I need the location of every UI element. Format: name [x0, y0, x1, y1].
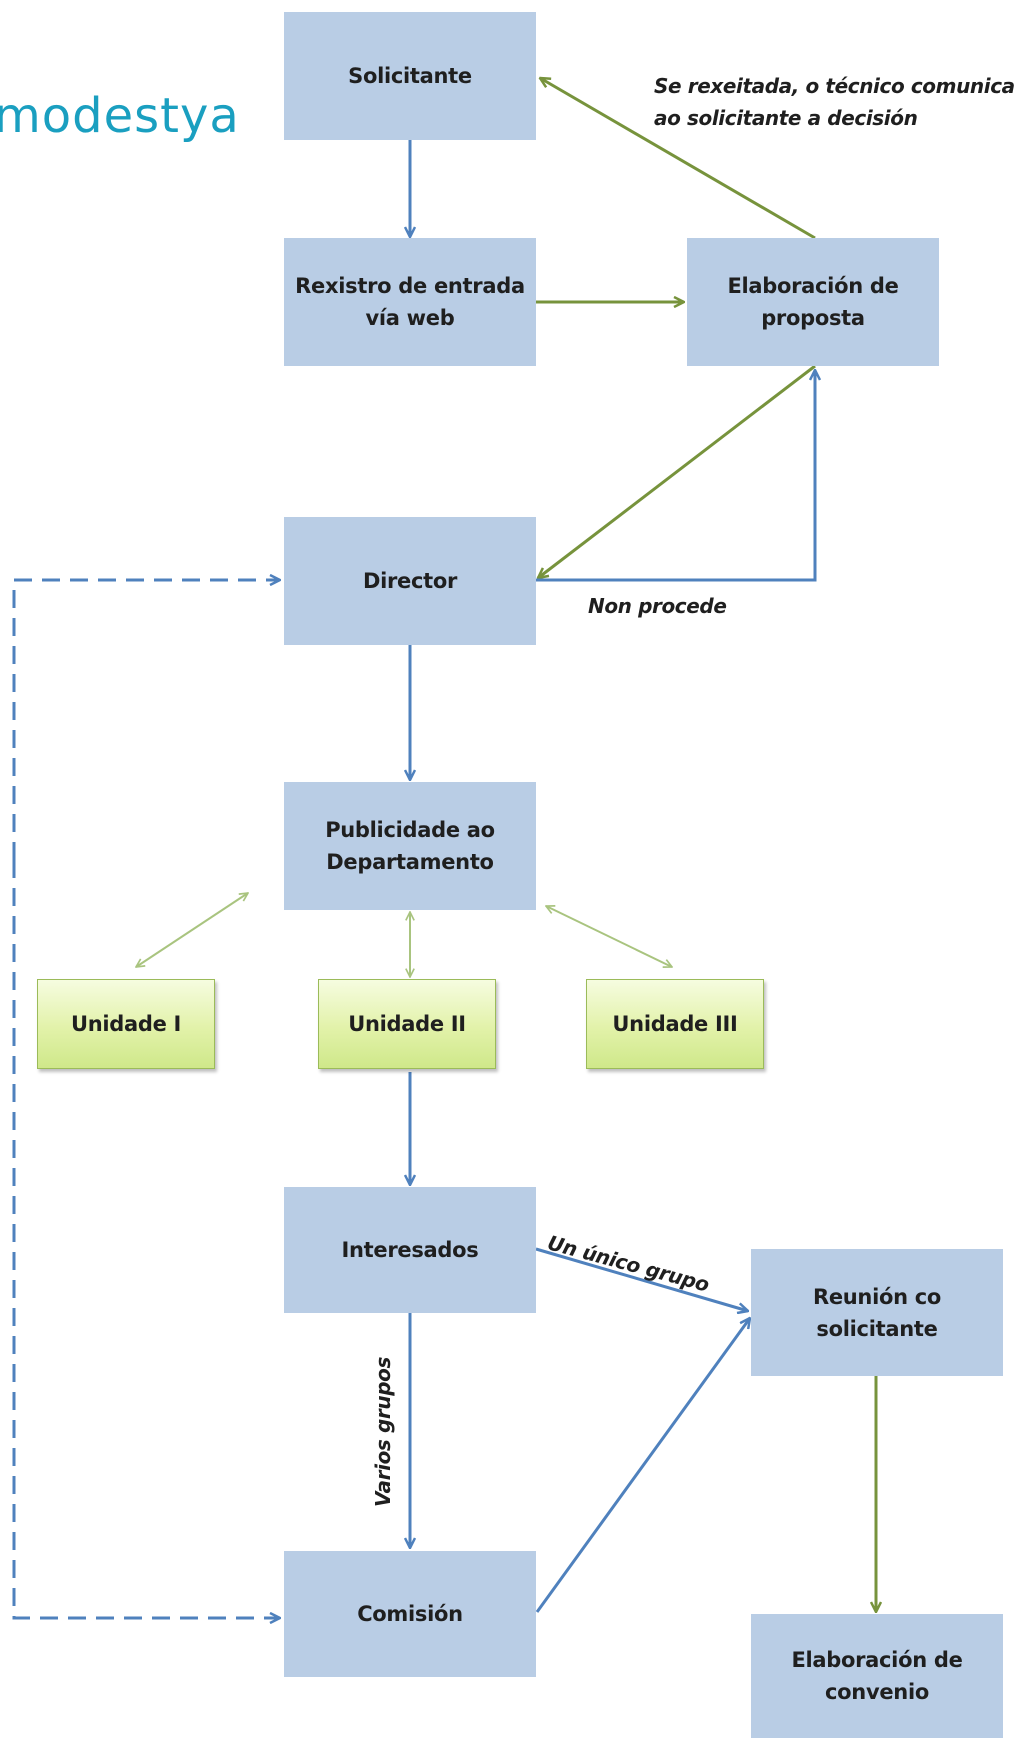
node-director: Director	[284, 517, 536, 645]
arrow-proposta-to-director	[538, 364, 816, 578]
label-rexeitada-line1: Se rexeitada, o técnico comunica	[654, 74, 1015, 98]
arrow-director-to-proposta-non-procede	[536, 370, 815, 582]
modestya-logo: modestya	[0, 88, 240, 144]
dashed-link-director-comision-top	[12, 580, 280, 860]
arrow-publicidade-unidade-1	[136, 893, 248, 967]
node-publicidade-departamento: Publicidade ao Departamento	[284, 782, 536, 910]
label-varios-grupos: Varios grupos	[370, 1357, 395, 1507]
dashed-link-director-comision-bottom	[12, 860, 280, 1618]
arrow-publicidade-unidade-3	[546, 906, 672, 967]
node-interesados: Interesados	[284, 1187, 536, 1313]
arrow-proposta-to-solicitante	[540, 78, 816, 240]
node-comision: Comisión	[284, 1551, 536, 1677]
node-solicitante: Solicitante	[284, 12, 536, 140]
label-rexeitada-line2: ao solicitante a decisión	[654, 106, 918, 130]
node-elaboracion-convenio: Elaboración de convenio	[751, 1614, 1003, 1738]
arrow-interesados-to-reunion	[535, 1247, 748, 1311]
node-unidade-2: Unidade II	[318, 979, 496, 1069]
node-unidade-1: Unidade I	[37, 979, 215, 1069]
node-rexistro-entrada: Rexistro de entrada vía web	[284, 238, 536, 366]
label-non-procede: Non procede	[588, 594, 727, 618]
node-reunion-solicitante: Reunión co solicitante	[751, 1249, 1003, 1376]
node-elaboracion-proposta: Elaboración de proposta	[687, 238, 939, 366]
node-unidade-3: Unidade III	[586, 979, 764, 1069]
arrow-comision-to-reunion	[535, 1318, 750, 1613]
